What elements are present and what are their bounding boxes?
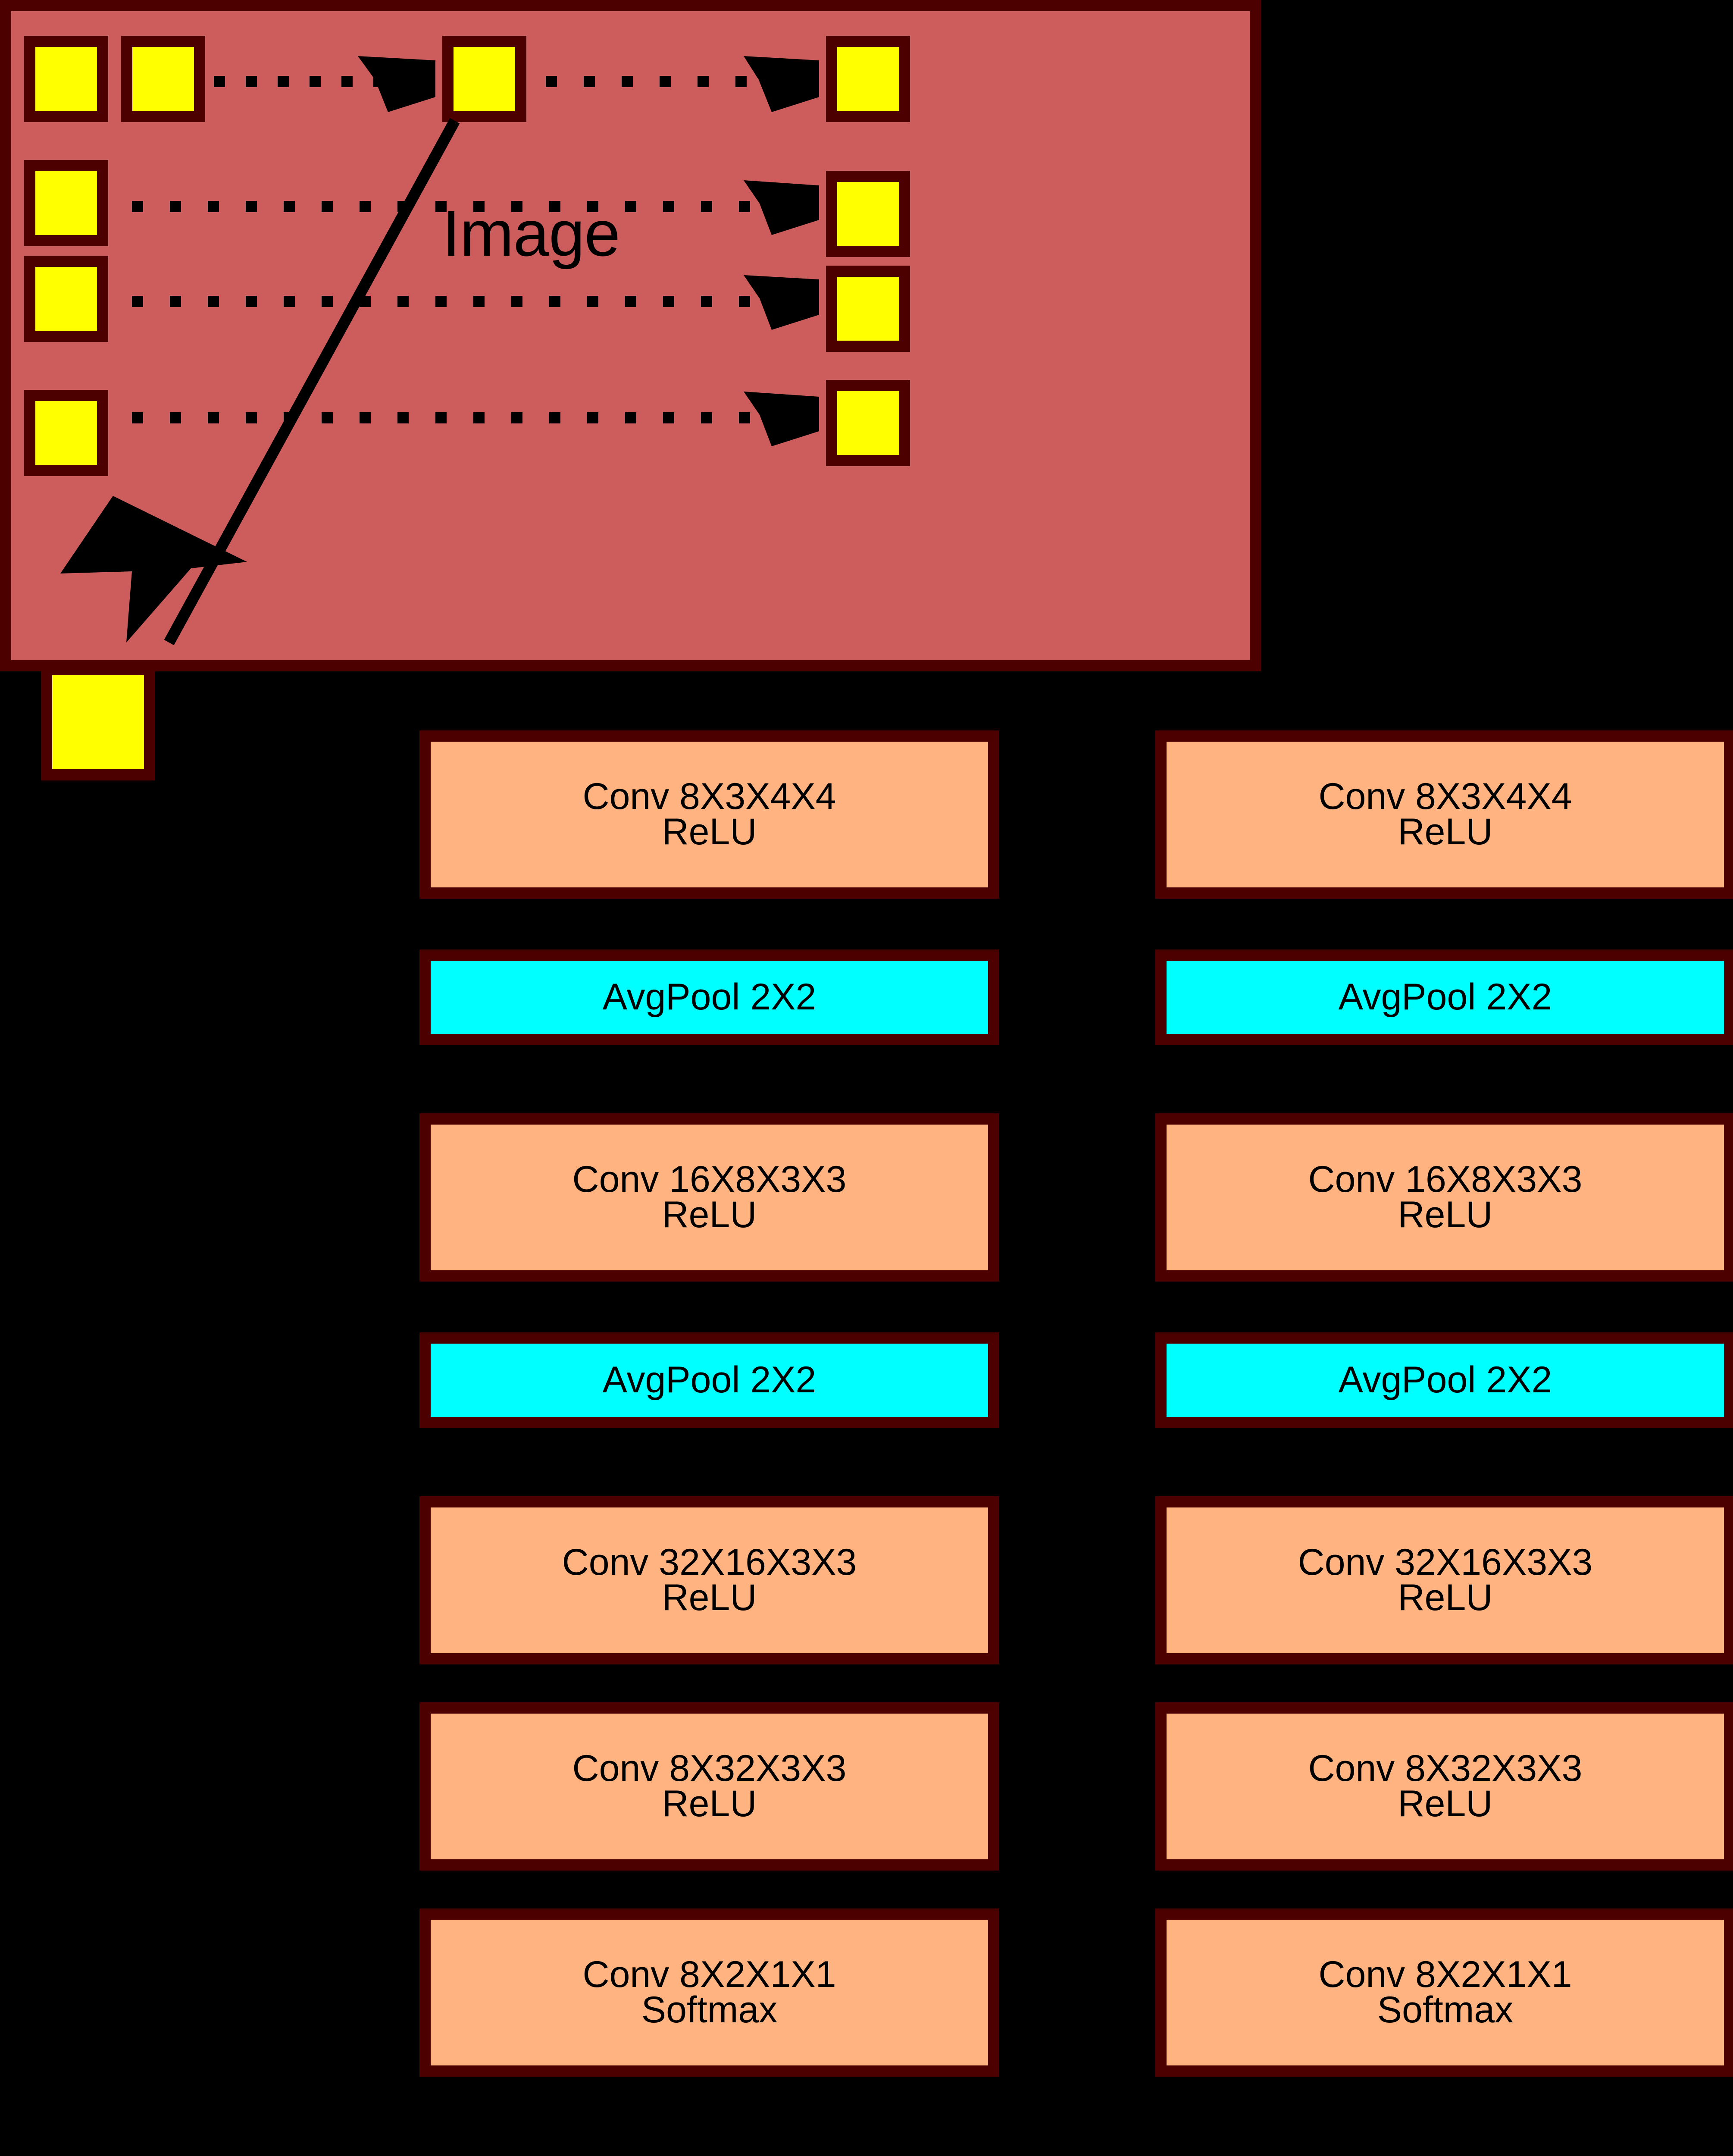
image-patch	[24, 36, 108, 122]
scan-path-row-1b	[546, 76, 804, 87]
image-patch	[826, 266, 910, 352]
layer-conv-5[interactable]: Conv 8X2X1X1 Softmax	[1155, 1908, 1733, 2077]
layer-conv-3[interactable]: Conv 32X16X3X3 ReLU	[419, 1496, 999, 1664]
layer-conv-2[interactable]: Conv 16X8X3X3 ReLU	[419, 1113, 999, 1282]
image-patch-selected[interactable]	[442, 36, 526, 122]
branch-left: Conv 8X3X4X4 ReLU AvgPool 2X2 Conv 16X8X…	[419, 730, 999, 2077]
image-patch	[826, 380, 910, 466]
extracted-patch[interactable]	[41, 664, 155, 780]
image-patch	[121, 36, 205, 122]
scan-arrowheads	[358, 56, 819, 446]
layer-avgpool-1[interactable]: AvgPool 2X2	[419, 950, 999, 1045]
image-patch	[826, 36, 910, 122]
image-patch	[826, 171, 910, 257]
layer-conv-1[interactable]: Conv 8X3X4X4 ReLU	[419, 730, 999, 899]
layer-conv-4[interactable]: Conv 8X32X3X3 ReLU	[419, 1702, 999, 1871]
layer-avgpool-2[interactable]: AvgPool 2X2	[419, 1332, 999, 1428]
layer-conv-1[interactable]: Conv 8X3X4X4 ReLU	[1155, 730, 1733, 899]
branch-right: Conv 8X3X4X4 ReLU AvgPool 2X2 Conv 16X8X…	[1155, 730, 1733, 2077]
layer-conv-2[interactable]: Conv 16X8X3X3 ReLU	[1155, 1113, 1733, 1282]
patch-to-left-branch	[156, 803, 431, 827]
panel-title: Image	[442, 197, 620, 270]
image-patch	[24, 390, 108, 476]
layer-conv-3[interactable]: Conv 32X16X3X3 ReLU	[1155, 1496, 1733, 1664]
layer-conv-4[interactable]: Conv 8X32X3X3 ReLU	[1155, 1702, 1733, 1871]
image-patch	[24, 160, 108, 246]
layer-avgpool-2[interactable]: AvgPool 2X2	[1155, 1332, 1733, 1428]
image-panel: Image	[0, 0, 1261, 671]
layer-avgpool-1[interactable]: AvgPool 2X2	[1155, 950, 1733, 1045]
layer-conv-5[interactable]: Conv 8X2X1X1 Softmax	[419, 1908, 999, 2077]
image-patch	[24, 256, 108, 342]
